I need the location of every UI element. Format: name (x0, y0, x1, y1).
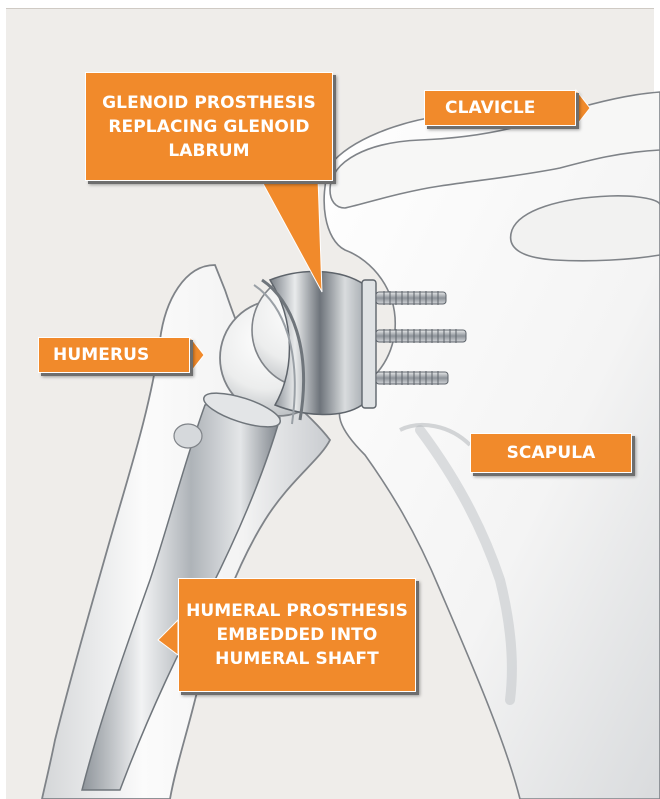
clavicle-label: CLAVICLE (445, 98, 536, 118)
scapula-label: SCAPULA (507, 443, 596, 463)
humeral-prosthesis-label: HUMERAL PROSTHESIS EMBEDDED INTO HUMERAL… (186, 599, 408, 671)
screw-1 (376, 292, 446, 304)
humerus-label: HUMERUS (53, 345, 149, 365)
glenoid-baseplate (362, 280, 376, 408)
glenoid-prosthesis-label: GLENOID PROSTHESIS REPLACING GLENOID LAB… (102, 91, 316, 163)
glenoid-prosthesis-callout: GLENOID PROSTHESIS REPLACING GLENOID LAB… (85, 72, 333, 181)
scapula-callout: SCAPULA (470, 433, 632, 473)
screw-3 (376, 372, 448, 384)
humeral-prosthesis-callout: HUMERAL PROSTHESIS EMBEDDED INTO HUMERAL… (178, 578, 416, 692)
humerus-callout: HUMERUS (38, 337, 190, 373)
tuberosity (174, 424, 202, 448)
clavicle-callout: CLAVICLE (424, 90, 576, 126)
